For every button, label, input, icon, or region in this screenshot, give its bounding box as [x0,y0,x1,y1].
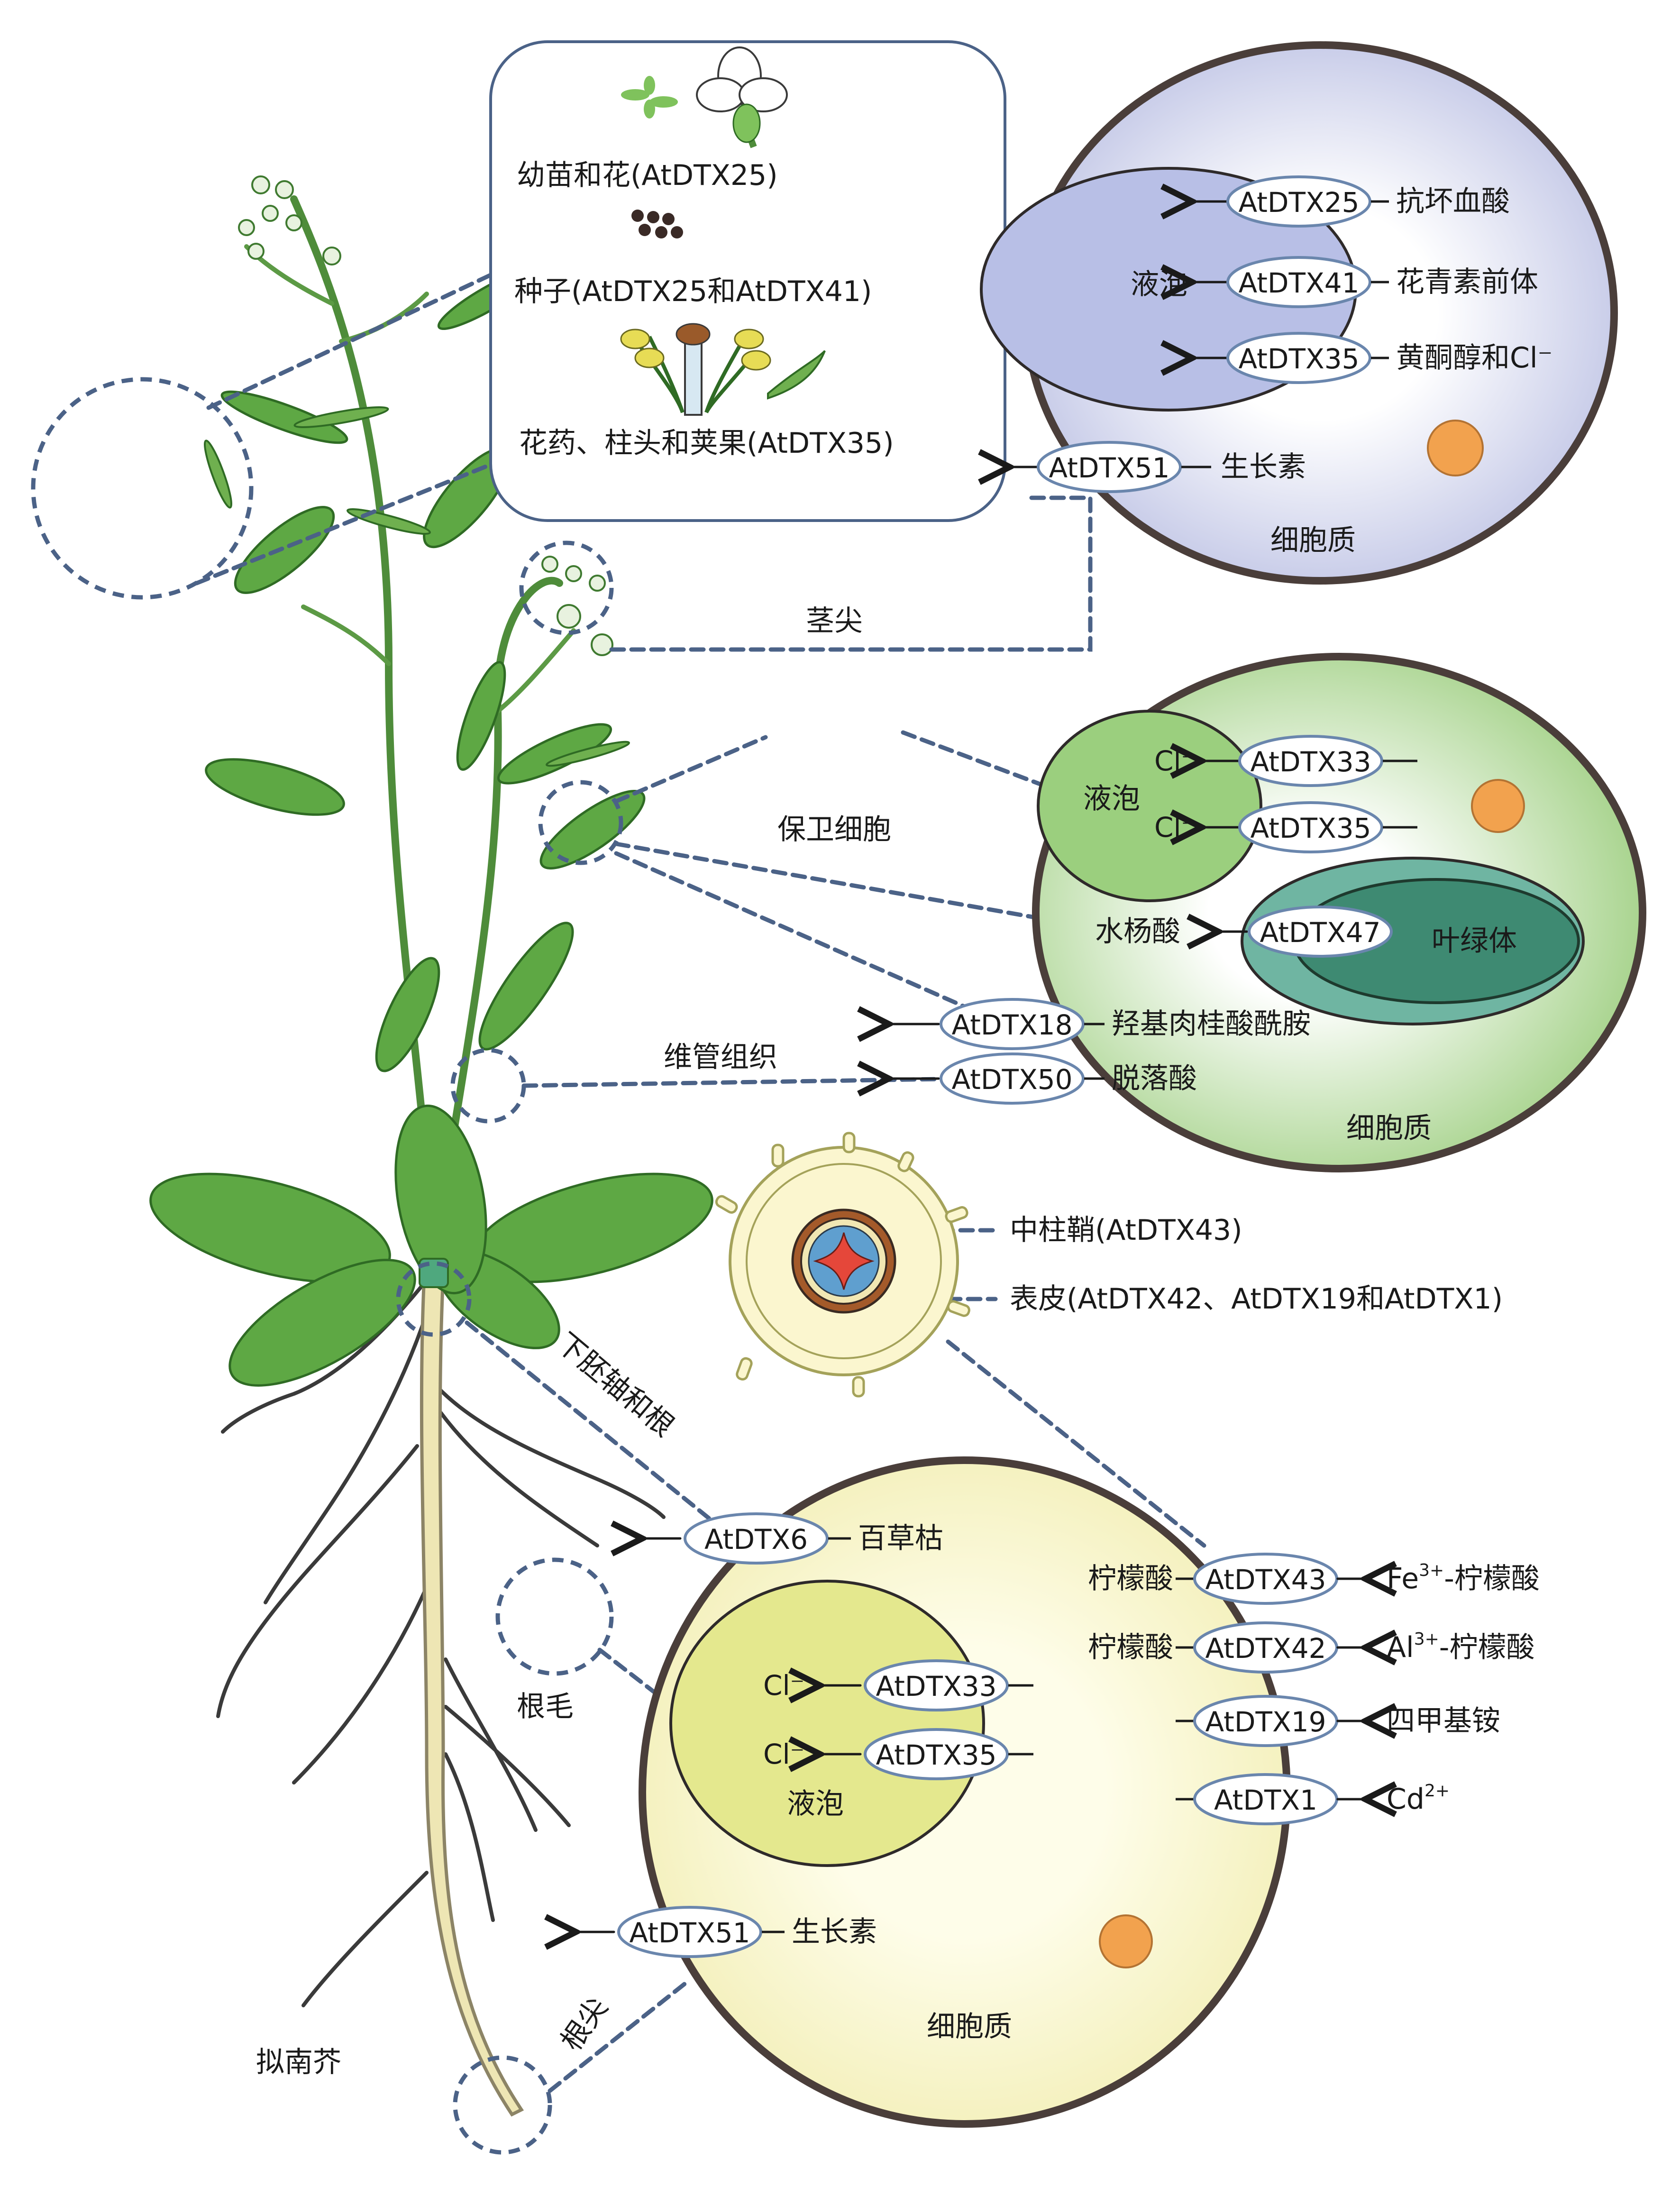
chloroplast-label: 叶绿体 [1432,924,1517,958]
substrate-right-label: Fe3+-柠檬酸 [1387,1561,1540,1595]
ion-label: Cl⁻ [1154,745,1196,777]
vacuole-mid-label: 液泡 [1083,782,1140,815]
transporter-atdtx51-top-pill [1037,441,1182,493]
vascular-label: 维管组织 [664,1041,777,1074]
hypocotyl-root-label: 下胚轴和根 [550,1327,680,1443]
transporter-atdtx35-root: AtDTX35 [876,1739,996,1771]
substrate-label: 水杨酸 [1095,915,1180,948]
transporter-atdtx18-pill [940,998,1085,1050]
seedling-flower-label: 幼苗和花(AtDTX25) [517,159,778,192]
substrate-right-label: 四甲基铵 [1387,1704,1500,1738]
substrate-left-label: 柠檬酸 [1088,1631,1173,1664]
callout-lines [31,268,1206,2155]
guard-cell-callout-circle [538,780,623,865]
vacuole-mid [1037,710,1262,902]
shoot-tip-callout-circle [519,540,614,635]
transporter-atdtx1-root: AtDTX1 [1214,1784,1317,1816]
substrate-label: 生长素 [792,1915,877,1949]
transporter-atdtx25-pill [1226,175,1371,228]
transporter-atdtx19-root: AtDTX19 [1205,1706,1326,1738]
transporter-atdtx33-pill [1238,735,1383,787]
plant-label: 拟南芥 [256,2046,341,2079]
arabidopsis-plant [149,175,713,2117]
transporter-atdtx25: AtDTX25 [1238,186,1359,219]
guard-cell-label: 保卫细胞 [777,813,891,846]
vacuole-bot-label: 液泡 [787,1787,844,1821]
transporter-atdtx51-pill [617,1906,762,1958]
substrate-label: 花青素前体 [1396,265,1538,299]
cytoplasm-mid-label: 细胞质 [1346,1112,1432,1145]
ion-label: Cl⁻ [763,1669,804,1702]
seed-label: 种子(AtDTX25和AtDTX41) [514,275,872,308]
cytoplasm-bot-label: 细胞质 [927,2010,1012,2043]
nucleus-top [1427,420,1484,476]
transporter-atdtx33-root-pill [864,1659,1009,1711]
transporter-atdtx35-pill [1226,332,1371,384]
transporter-atdtx35: AtDTX35 [1250,812,1371,844]
transporter-atdtx50-pill [940,1052,1085,1105]
transporter-atdtx35-pill [1238,801,1383,853]
transporter-atdtx6-pill [684,1512,829,1565]
transporter-atdtx51-top: AtDTX51 [1049,452,1169,484]
transporter-atdtx18: AtDTX18 [951,1009,1072,1041]
shoot-cell: 液泡 细胞质 AtDTX25 抗坏血酸 AtDTX41 花青素前体 AtDTX35 黄酮醇… [981,41,1618,585]
nucleus-bot [1099,1914,1153,1968]
nucleus-mid [1471,779,1525,833]
transporter-atdtx51: AtDTX51 [629,1917,750,1949]
substrate-label: 抗坏血酸 [1396,185,1510,218]
transporter-atdtx43-root: AtDTX43 [1205,1564,1326,1596]
transporter-atdtx41: AtDTX41 [1238,267,1359,299]
epidermis-label: 表皮(AtDTX42、AtDTX19和AtDTX1) [1010,1282,1503,1316]
substrate-label: 脱落酸 [1112,1062,1197,1095]
ion-label: Cl⁻ [1154,811,1196,843]
transporter-atdtx50: AtDTX50 [951,1063,1072,1096]
ion-label: Cl⁻ [763,1738,804,1770]
anther-stigma-pod-label: 花药、柱头和荚果(AtDTX35) [519,427,894,460]
substrate-right-label: Al3+-柠檬酸 [1387,1629,1534,1664]
anther-stigma-icon [620,323,826,416]
root-hair-label: 根毛 [517,1690,574,1723]
vacuole-top-label: 液泡 [1131,268,1187,301]
transporter-atdtx41-pill [1226,256,1371,308]
transporter-atdtx47-pill [1248,906,1393,958]
substrate-label: 羟基肉桂酸酰胺 [1112,1007,1311,1041]
transporter-atdtx35: AtDTX35 [1238,343,1359,375]
tissue-expression-box: 幼苗和花(AtDTX25) 种子(AtDTX25和AtDTX41) 花药、柱头和… [489,40,1006,522]
flower-icon [696,46,788,148]
seeds-icon [631,210,683,238]
root-hair-callout-circle [495,1557,614,1676]
shoot-tip-label: 茎尖 [806,604,863,638]
substrate-label: 百草枯 [858,1522,943,1555]
root-cross-section [715,1132,970,1398]
hypocotyl-callout-circle [396,1261,472,1337]
cytoplasm-top-label: 细胞质 [1270,524,1356,557]
transporter-atdtx42-root: AtDTX42 [1205,1632,1326,1665]
transporter-atdtx33-root: AtDTX33 [876,1670,996,1702]
shoot-vacuole-transporters: AtDTX25 抗坏血酸 AtDTX41 花青素前体 AtDTX35 黄酮醇和Cl⁻ AtD… [1010,175,1552,493]
root-tip-callout-circle [453,2055,552,2155]
substrate-left-label: 柠檬酸 [1088,1562,1173,1595]
inflorescence-callout-circle [31,377,254,600]
vacuole-bot [669,1580,985,1867]
substrate-label: 生长素 [1221,450,1306,484]
substrate-right-label: Cd2+ [1387,1781,1450,1816]
transporter-atdtx33: AtDTX33 [1250,746,1371,778]
pericycle-label: 中柱鞘(AtDTX43) [1010,1214,1242,1247]
transporter-atdtx35-root-pill [864,1728,1009,1780]
substrate-label: 黄酮醇和Cl⁻ [1396,341,1552,375]
transporter-atdtx47: AtDTX47 [1260,916,1380,949]
transporter-atdtx6: AtDTX6 [704,1523,808,1556]
seedling-icon [621,76,678,119]
